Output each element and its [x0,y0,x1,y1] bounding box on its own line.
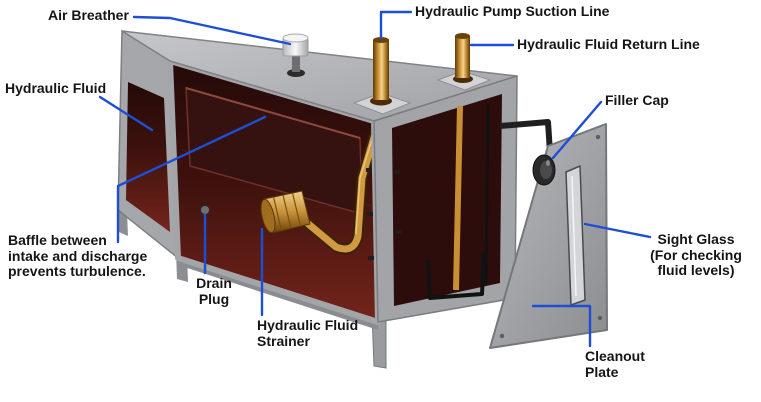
pump-suction-line-leader [379,10,413,40]
label-sight-glass: Sight Glass (For checking fluid levels) [640,231,752,279]
plate-screw [597,315,603,321]
label-baffle-line: Baffle between [8,232,107,248]
sight-glass [565,165,586,306]
label-air-breather: Air Breather [48,7,129,23]
baffle-leader [116,115,267,244]
right-frame-bracket [395,170,400,174]
label-sight-glass-line: fluid levels) [657,262,735,278]
air-breather-base [287,69,305,77]
frame-bracket [368,256,374,260]
return-line-pipe [455,36,470,78]
cleanout-plate-leader [531,304,592,348]
label-drain-plug-line: Drain [196,275,232,291]
label-cleanout-plate: Cleanout Plate [585,348,645,380]
label-filler-cap: Filler Cap [605,92,669,108]
filler-neck-tube [499,119,553,153]
suction-line-pipe [373,40,389,100]
baffle-top-edge [185,87,361,139]
sight-glass-leader [583,222,652,239]
strainer-ridge [272,196,283,231]
filler-cap-center [540,161,552,179]
sight-glass-highlight [571,175,577,297]
label-baffle: Baffle between intake and discharge prev… [8,232,148,280]
suction-pipe-inner-highlight [355,125,377,235]
label-drain-plug-line: Plug [198,290,230,307]
inner-tube-loop [426,251,486,300]
suction-pipe-inner [302,120,382,253]
filler-cap-leader [551,100,603,160]
label-sight-glass-line: Sight Glass [657,231,735,247]
frame-bracket [366,168,372,172]
label-strainer-line: Hydraulic Fluid [257,317,359,333]
leader-lines [98,10,652,348]
strainer-end-cap [260,198,276,234]
tank-right-end-cutaway [392,94,502,306]
label-strainer-line: Strainer [257,332,310,349]
air-breather-leader [132,15,292,46]
label-strainer: Hydraulic Fluid Strainer [257,317,359,349]
right-frame-bracket [396,230,401,234]
label-drain-plug: Drain Plug [192,275,236,307]
label-fluid-return-line: Hydraulic Fluid Return Line [517,36,700,52]
inner-rod [484,103,490,285]
label-hydraulic-fluid: Hydraulic Fluid [5,80,107,96]
frame-bracket [367,212,373,216]
air-breather-top [282,33,309,43]
drain-plug [200,205,210,215]
label-baffle-line: prevents turbulence. [8,263,146,279]
air-breather-neck [292,55,300,72]
return-pipe-inner [453,105,463,291]
label-baffle-line: intake and discharge [8,247,148,264]
strainer-ridge [282,194,292,229]
plate-screw [595,134,601,140]
strainer-ridge [291,192,302,227]
plate-screw [499,333,505,339]
filler-cap-highlight [546,160,550,166]
hydraulic-fluid-leader [98,95,154,132]
suction-line-pipe-top [373,37,389,43]
label-pump-suction-line: Hydraulic Pump Suction Line [415,3,610,19]
label-sight-glass-line: (For checking [650,246,742,263]
label-cleanout-plate-line: Cleanout [585,348,645,364]
return-line-pipe-top [455,33,470,39]
label-cleanout-plate-line: Plate [585,363,619,380]
